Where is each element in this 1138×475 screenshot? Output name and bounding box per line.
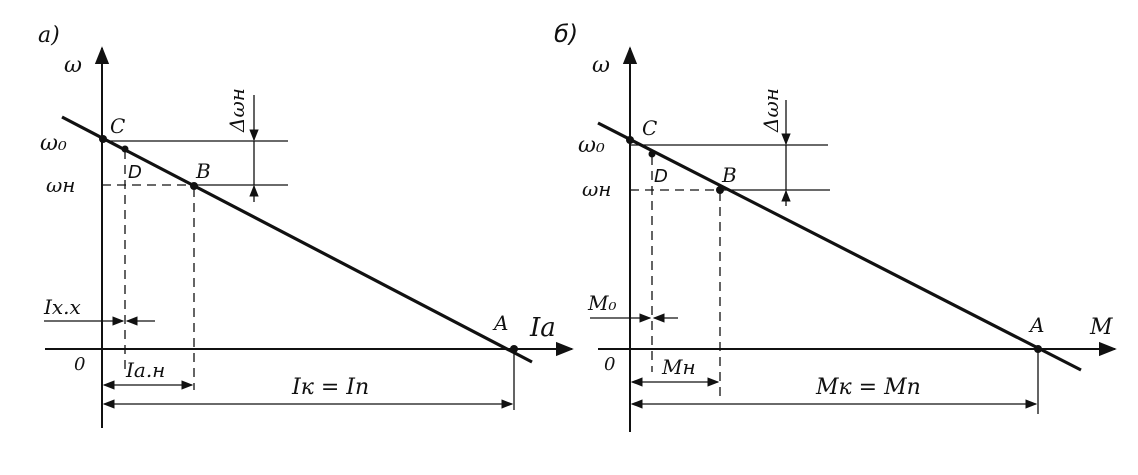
panel-a-x-axis-label: Iа: [529, 313, 556, 343]
panel-a-delta-label: Δωн: [225, 88, 249, 133]
panel-a-point-a-label: A: [492, 311, 508, 335]
panel-b-short-label: Mк = Mп: [815, 375, 921, 400]
panel-b-point-d-label: D: [654, 166, 668, 187]
panel-a-point-d: [121, 145, 129, 153]
panel-a-point-a: [510, 345, 518, 353]
panel-b-tag: б): [554, 20, 578, 48]
panel-b-point-c: [626, 136, 634, 144]
panel-b-rated-label: Mн: [661, 355, 696, 379]
panel-a-point-b: [190, 182, 198, 190]
panel-a-rated-label: Iа.н: [125, 358, 165, 382]
panel-b-omegaN-label: ωн: [582, 177, 611, 201]
panel-b-x-axis-label: M: [1089, 315, 1113, 340]
panel-a: а) ω Iа 0 Δωн ω₀ ωн C D B A: [38, 23, 574, 428]
panel-a-short-label: Iк = Iп: [291, 375, 369, 400]
panel-a-tag: а): [38, 23, 60, 48]
panel-a-characteristic-line: [61, 115, 533, 364]
panel-a-point-b-label: B: [195, 159, 211, 183]
panel-b-point-a: [1034, 345, 1042, 353]
panel-b-characteristic-line: [597, 121, 1082, 372]
panel-a-point-d-label: D: [128, 162, 142, 183]
panel-b-point-d: [648, 150, 656, 158]
panel-a-point-c: [99, 135, 107, 143]
panel-b: б) ω M 0 Δωн ω₀ ωн C D B A: [554, 20, 1117, 432]
panel-b-y-axis-label: ω: [592, 53, 610, 78]
panel-b-origin-label: 0: [604, 354, 615, 375]
panel-b-point-b: [716, 186, 724, 194]
panel-a-omega0-label: ω₀: [40, 131, 67, 156]
panel-a-point-c-label: C: [110, 114, 125, 138]
panel-b-point-a-label: A: [1028, 313, 1044, 337]
panel-b-delta-label: Δωн: [759, 88, 783, 133]
panel-b-omega0-label: ω₀: [578, 133, 605, 158]
panel-a-omegaN-label: ωн: [46, 173, 75, 197]
panel-a-origin-label: 0: [74, 354, 85, 375]
panel-a-idle-label: Iх.х: [43, 295, 81, 319]
panel-b-point-c-label: C: [642, 116, 657, 140]
panel-a-y-axis-label: ω: [64, 53, 82, 78]
panel-b-idle-label: M₀: [587, 291, 617, 315]
panel-b-point-b-label: B: [721, 163, 737, 187]
